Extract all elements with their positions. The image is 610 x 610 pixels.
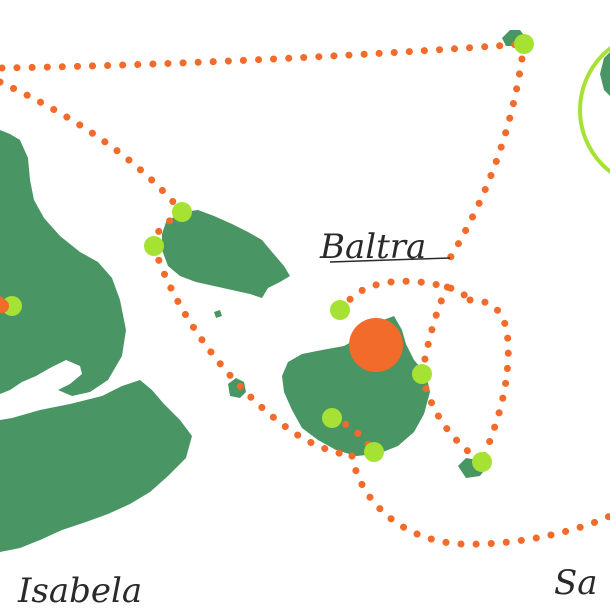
stop-isabela[interactable] (2, 296, 22, 316)
island-far-right[interactable] (600, 52, 610, 96)
island-isabela[interactable] (0, 130, 192, 552)
island-santiago[interactable] (162, 210, 290, 298)
islet-rabida[interactable] (228, 378, 246, 398)
stop-santa-cruz-east[interactable] (412, 364, 432, 384)
label-isabela: Isabela (17, 571, 142, 610)
highlight-ring[interactable] (578, 32, 610, 188)
stop-baltra-west[interactable] (330, 300, 350, 320)
isabela-orange-dot (0, 299, 9, 313)
stop-santa-cruz-south[interactable] (364, 442, 384, 462)
route-south (348, 452, 610, 548)
label-santa-cruz-partial: Sa (554, 563, 598, 603)
stop-north[interactable] (514, 34, 534, 54)
route-to-santiago (0, 78, 186, 216)
label-baltra-underline (329, 257, 451, 263)
route-santiago-south (150, 242, 356, 460)
islands (0, 30, 610, 552)
stop-markers (2, 34, 534, 472)
route-east (440, 40, 528, 272)
stop-southeast-islet[interactable] (472, 452, 492, 472)
route-loop-right (466, 296, 512, 466)
current-location-dot[interactable] (349, 318, 403, 372)
route-loop-down (418, 370, 486, 466)
route-loop-inner (418, 278, 454, 378)
stop-santa-cruz-inner[interactable] (322, 408, 342, 428)
stop-santiago-east[interactable] (172, 202, 192, 222)
islet-dot[interactable] (214, 310, 222, 318)
stop-santiago-west[interactable] (144, 236, 164, 256)
route-north (0, 40, 528, 72)
route-baltra-loop (338, 277, 474, 316)
